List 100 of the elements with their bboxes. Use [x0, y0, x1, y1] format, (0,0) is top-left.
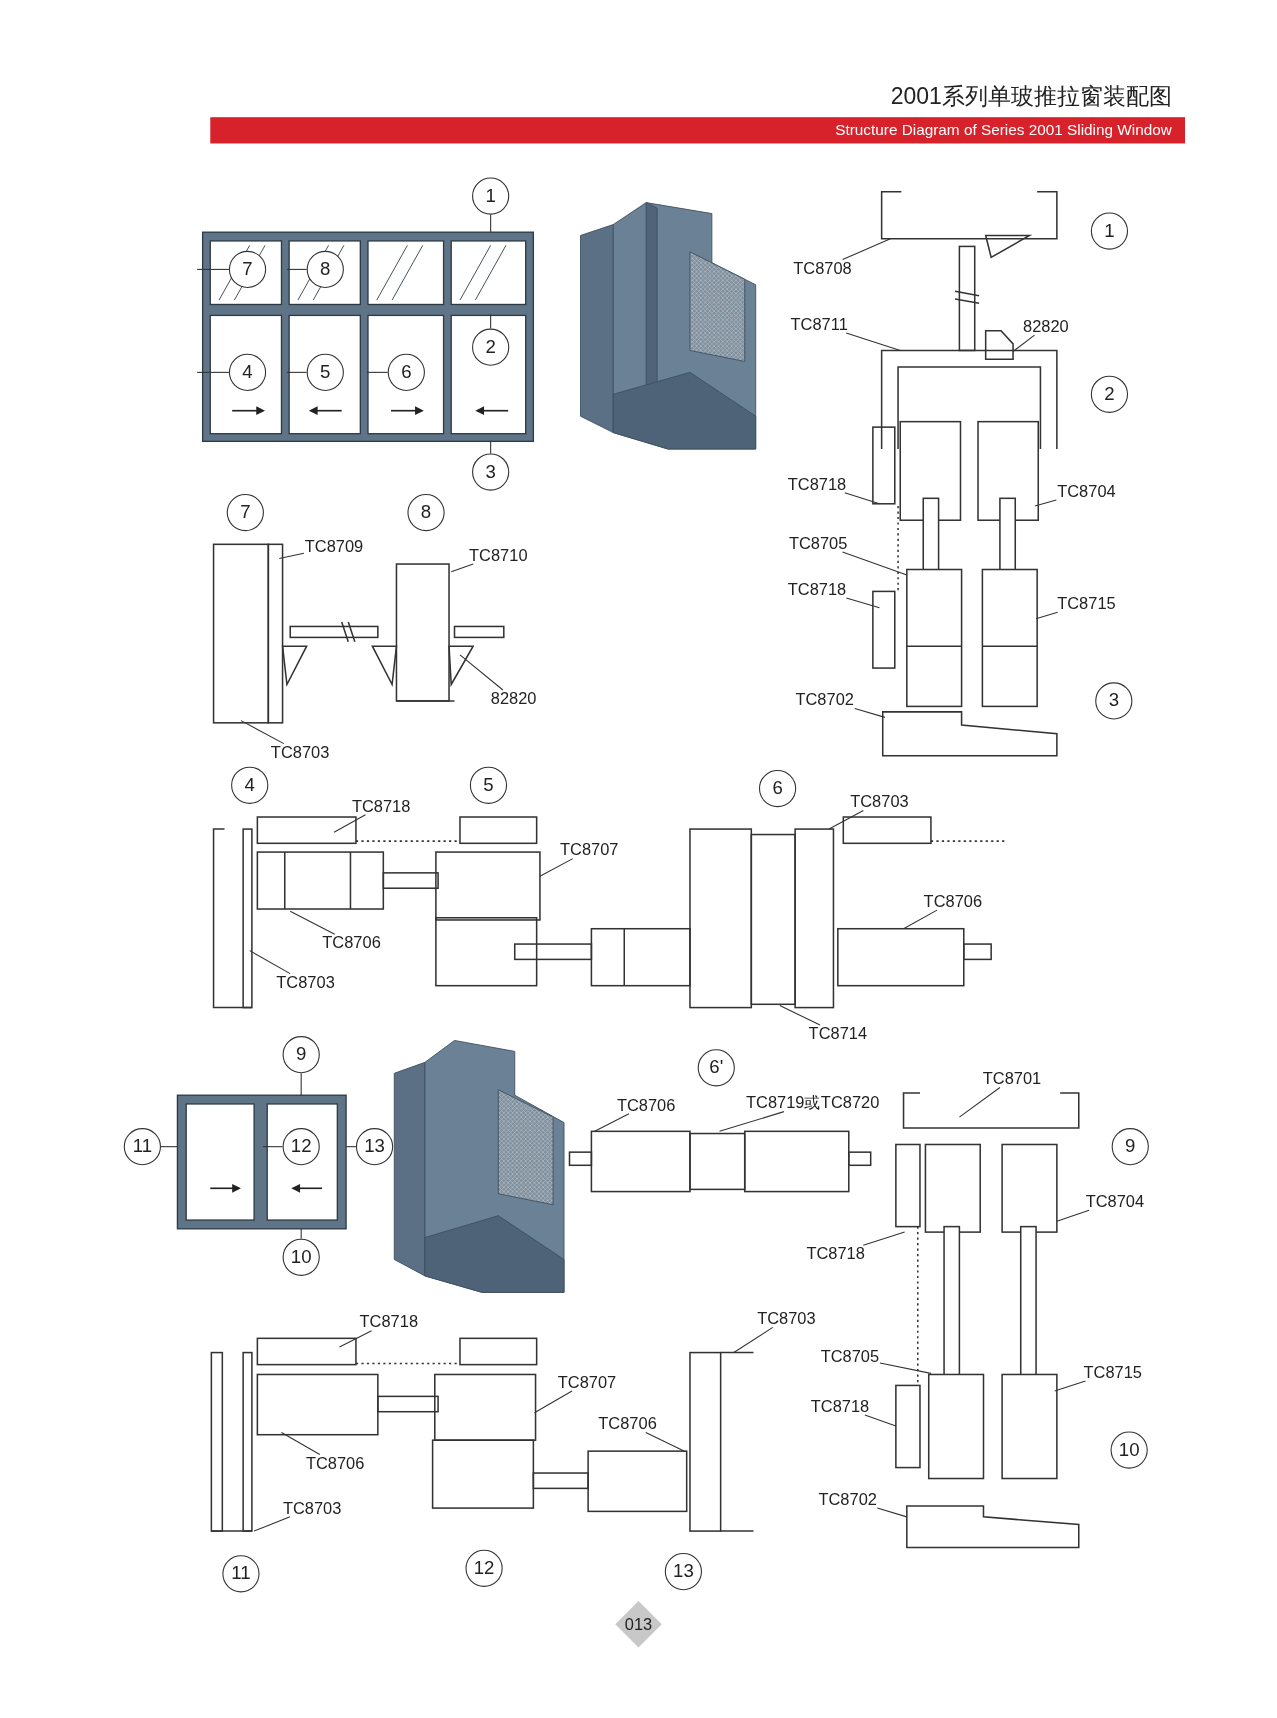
leader-line: [286, 371, 308, 373]
leader-line: [594, 1113, 630, 1132]
leader-line: [876, 1507, 908, 1518]
part-code-label: TC8718: [805, 1245, 866, 1263]
part-code-label: 82820: [1022, 317, 1070, 336]
part-code-label: TC8701: [981, 1070, 1043, 1088]
leader-line: [1035, 611, 1059, 620]
leader-line: [828, 809, 864, 830]
leader-line: [253, 1516, 291, 1532]
part-code-label: TC8718: [786, 475, 848, 493]
callout-number: 13: [355, 1128, 394, 1166]
callout-number: 6': [697, 1049, 735, 1087]
callout-number: 12: [465, 1549, 503, 1587]
leader-line: [333, 814, 367, 833]
leader-line: [1054, 1380, 1086, 1392]
part-code-label: TC8718: [358, 1313, 420, 1331]
leader-line: [366, 371, 389, 373]
leader-line: [1056, 1209, 1090, 1222]
part-code-label: TC8703: [849, 792, 910, 811]
part-code-label: TC8703: [281, 1499, 343, 1517]
part-code-label: TC8706: [304, 1454, 366, 1472]
leader-line: [903, 909, 938, 930]
page-subtitle: Structure Diagram of Series 2001 Sliding Window: [835, 120, 1172, 140]
callout-number: 7: [226, 493, 264, 532]
part-code-label: TC8706: [615, 1096, 677, 1114]
leader-line: [490, 313, 492, 330]
leader-line: [345, 1146, 357, 1148]
part-code-label: TC8709: [303, 537, 365, 556]
part-code-label: TC8718: [350, 797, 412, 815]
leader-line: [879, 1362, 932, 1374]
part-code-label: TC8703: [269, 743, 331, 762]
part-code-label: TC8706: [597, 1415, 658, 1433]
leader-line: [490, 440, 492, 454]
part-code-label: TC8718: [786, 580, 848, 598]
callout-number: 1: [1090, 212, 1129, 250]
page-number: 013: [623, 1614, 654, 1635]
leader-line: [539, 858, 574, 877]
leader-line: [262, 1146, 284, 1148]
part-code-label: TC8706: [922, 892, 984, 911]
callout-number: 11: [222, 1555, 260, 1593]
leader-line: [645, 1431, 686, 1452]
part-code-label: TC8705: [819, 1348, 881, 1366]
leader-line: [300, 1228, 302, 1240]
callout-number: 6: [758, 769, 797, 808]
window-elevation-drawing: [176, 1094, 347, 1230]
part-code-label: TC8715: [1082, 1363, 1144, 1382]
part-code-label: TC8703: [275, 973, 336, 992]
leader-line: [533, 1390, 573, 1414]
leader-line: [862, 1231, 906, 1246]
callout-number: 4: [231, 766, 269, 804]
part-code-label: TC8707: [558, 841, 620, 859]
leader-line: [733, 1326, 774, 1354]
part-code-label: TC8715: [1056, 594, 1117, 613]
part-code-label: TC8703: [756, 1309, 817, 1328]
part-code-label: TC8704: [1084, 1192, 1146, 1211]
callout-number: 9: [1111, 1128, 1149, 1166]
leader-line: [160, 1146, 178, 1148]
leader-line: [842, 551, 908, 576]
page-title: 2001系列单玻推拉窗装配图: [890, 83, 1172, 110]
leader-line: [845, 332, 901, 351]
leader-line: [842, 238, 891, 261]
part-code-label: TC8702: [794, 691, 855, 709]
callout-number: 10: [282, 1238, 320, 1276]
leader-line: [286, 268, 308, 270]
leader-line: [958, 1087, 1001, 1118]
sliding-window-section-drawing: [895, 1092, 1080, 1549]
leader-line: [845, 597, 880, 609]
leader-line: [249, 950, 291, 975]
leader-line: [779, 1004, 821, 1026]
leader-line: [196, 371, 230, 373]
part-code-label: TC8719或TC8720: [744, 1094, 881, 1112]
mullion-section-drawing: [568, 1130, 872, 1193]
callout-number: 2: [1090, 375, 1129, 413]
leader-line: [300, 1072, 302, 1096]
callout-number: 9: [282, 1036, 320, 1074]
callout-number: 11: [123, 1128, 161, 1166]
part-code-label: TC8706: [321, 934, 382, 952]
part-code-label: TC8710: [468, 546, 529, 565]
leader-line: [278, 552, 305, 560]
callout-number: 5: [469, 766, 508, 804]
leader-line: [864, 1414, 897, 1427]
part-code-label: TC8714: [807, 1025, 869, 1043]
callout-number: 1: [472, 177, 510, 215]
callout-number: 3: [472, 453, 510, 491]
leader-line: [196, 268, 230, 270]
leader-line: [338, 1330, 373, 1348]
leader-line: [719, 1111, 785, 1132]
part-code-label: 82820: [489, 690, 538, 708]
leader-line: [459, 654, 504, 691]
callout-number: 10: [1110, 1431, 1148, 1469]
part-code-label: TC8705: [787, 534, 849, 552]
leader-line: [1034, 499, 1057, 507]
leader-line: [240, 720, 285, 745]
leader-line: [1012, 334, 1036, 353]
part-code-label: TC8711: [789, 315, 849, 333]
part-code-label: TC8708: [792, 259, 853, 278]
window-elevation-drawing: [201, 231, 534, 443]
sash-section-drawing: [210, 1337, 755, 1532]
part-code-label: TC8707: [556, 1373, 618, 1391]
leader-line: [854, 708, 886, 718]
